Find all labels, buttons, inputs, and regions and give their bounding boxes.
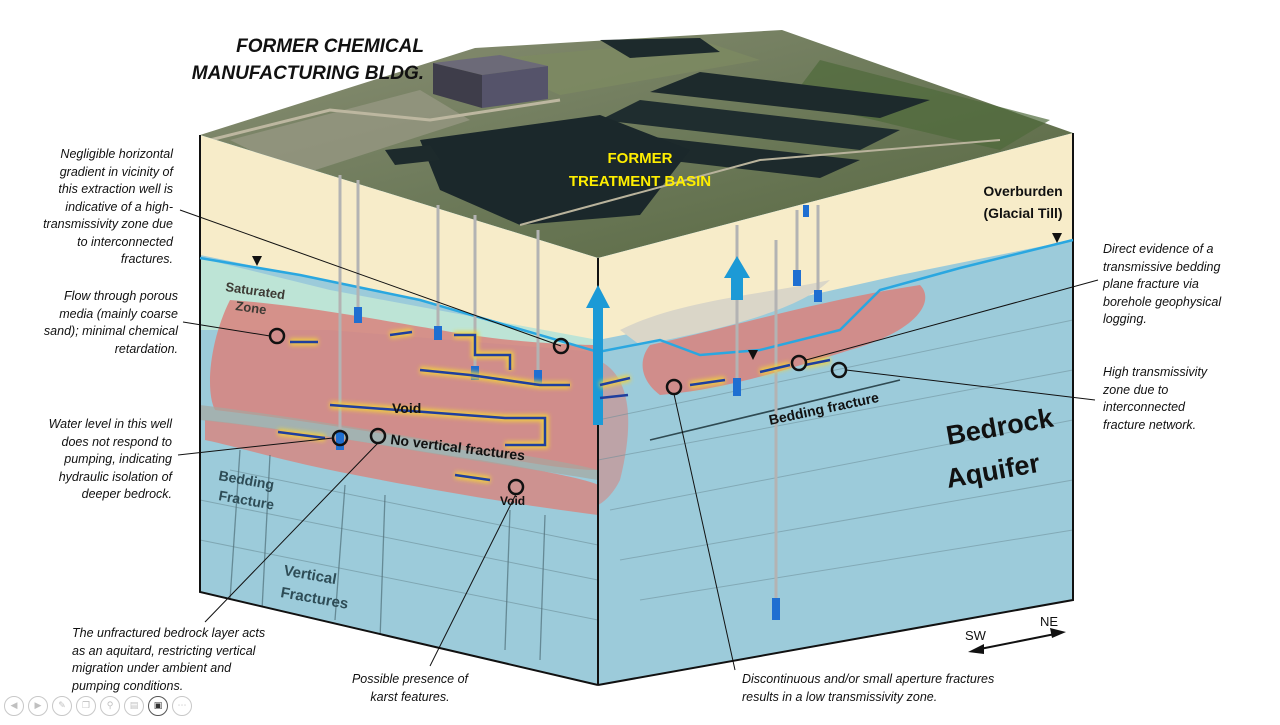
right-cross-section bbox=[597, 133, 1074, 686]
more-icon[interactable]: ⋯ bbox=[172, 696, 192, 716]
water-table-marker-right bbox=[748, 350, 758, 360]
slideshow-controls: ◀ ▶ ✎ ❐ ⚲ ▤ ▣ ⋯ bbox=[4, 696, 192, 716]
compass-ne-label: NE bbox=[1040, 614, 1058, 629]
leader-lines bbox=[177, 209, 1099, 671]
overburden-label-line2: (Glacial Till) bbox=[983, 205, 1062, 221]
zoom-icon[interactable]: ⚲ bbox=[100, 696, 120, 716]
monitoring-wells bbox=[338, 175, 820, 615]
saturated-label-line2: Zone bbox=[235, 298, 268, 317]
building-label-line2: MANUFACTURING BLDG. bbox=[192, 63, 424, 84]
compass-sw-label: SW bbox=[965, 628, 987, 643]
extraction-well-arrows bbox=[586, 256, 750, 425]
back-icon[interactable]: ◀ bbox=[4, 696, 24, 716]
basin-label-line2: TREATMENT BASIN bbox=[569, 173, 711, 190]
aerial-top-surface bbox=[200, 30, 1073, 258]
manufacturing-building bbox=[433, 55, 548, 108]
camera-icon[interactable]: ▣ bbox=[148, 696, 168, 716]
water-table-marker-far bbox=[1052, 233, 1062, 243]
water-table-marker-left bbox=[252, 256, 262, 266]
basin-label-line1: FORMER bbox=[608, 150, 673, 167]
subtitles-icon[interactable]: ▤ bbox=[124, 696, 144, 716]
void-label-upper: Void bbox=[392, 400, 421, 416]
forward-icon[interactable]: ▶ bbox=[28, 696, 48, 716]
overburden-label-line1: Overburden bbox=[983, 183, 1062, 199]
pen-icon[interactable]: ✎ bbox=[52, 696, 72, 716]
groundwater-flow-arrows bbox=[277, 328, 831, 484]
water-table-line bbox=[199, 238, 1074, 357]
void-label-lower: Void bbox=[500, 494, 525, 508]
annotation-discontinuous-fractures: Discontinuous and/or small aperture frac… bbox=[742, 672, 995, 704]
compass-arrow bbox=[968, 628, 1066, 654]
copy-icon[interactable]: ❐ bbox=[76, 696, 96, 716]
building-label-line1: FORMER CHEMICAL bbox=[236, 36, 424, 57]
